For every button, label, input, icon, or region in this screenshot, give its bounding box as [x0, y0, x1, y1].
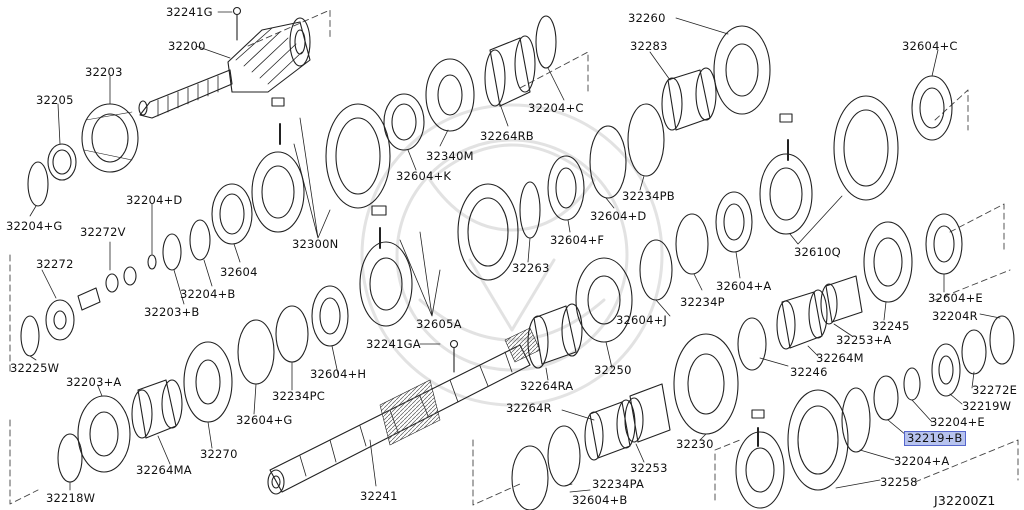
- label-32204-c[interactable]: 32204+C: [528, 101, 584, 115]
- label-32234p[interactable]: 32234P: [680, 295, 725, 309]
- label-32260[interactable]: 32260: [628, 11, 666, 25]
- label-32245[interactable]: 32245: [872, 319, 910, 333]
- leader-lines: [29, 11, 1001, 493]
- label-32272[interactable]: 32272: [36, 257, 74, 271]
- label-32264rb[interactable]: 32264RB: [480, 129, 534, 143]
- label-32230[interactable]: 32230: [676, 437, 714, 451]
- label-32203[interactable]: 32203: [85, 65, 123, 79]
- label-32219w[interactable]: 32219W: [962, 399, 1012, 413]
- label-32264ra[interactable]: 32264RA: [520, 379, 574, 393]
- label-32604-a[interactable]: 32604+A: [716, 279, 772, 293]
- label-32604-g[interactable]: 32604+G: [236, 413, 293, 427]
- label-32264m[interactable]: 32264M: [816, 351, 864, 365]
- label-32204-b[interactable]: 32204+B: [180, 287, 236, 301]
- label-32604[interactable]: 32604: [220, 265, 258, 279]
- label-32610q[interactable]: 32610Q: [794, 245, 841, 259]
- label-32203-a[interactable]: 32203+A: [66, 375, 122, 389]
- label-32283[interactable]: 32283: [630, 39, 668, 53]
- label-32203-b[interactable]: 32203+B: [144, 305, 200, 319]
- component-shapes: [20, 15, 1015, 510]
- label-32204-a[interactable]: 32204+A: [894, 454, 950, 468]
- label-32272e[interactable]: 32272E: [972, 383, 1018, 397]
- label-32272v[interactable]: 32272V: [80, 225, 126, 239]
- label-32340m[interactable]: 32340M: [426, 149, 474, 163]
- label-32218w[interactable]: 32218W: [46, 491, 96, 505]
- label-32204-e[interactable]: 32204+E: [930, 415, 985, 429]
- watermark: [360, 103, 664, 407]
- label-32605a[interactable]: 32605A: [416, 317, 462, 331]
- label-32219-b-highlighted[interactable]: 32219+B: [904, 431, 966, 446]
- label-32264ma[interactable]: 32264MA: [136, 463, 192, 477]
- label-32604-h[interactable]: 32604+H: [310, 367, 367, 381]
- label-32204-d[interactable]: 32204+D: [126, 193, 183, 207]
- label-32234pb[interactable]: 32234PB: [622, 189, 675, 203]
- label-32204r[interactable]: 32204R: [932, 309, 978, 323]
- label-32270[interactable]: 32270: [200, 447, 238, 461]
- label-32264r[interactable]: 32264R: [506, 401, 552, 415]
- label-32604-j[interactable]: 32604+J: [616, 313, 668, 327]
- label-32604-k[interactable]: 32604+K: [396, 169, 452, 183]
- label-32204-g[interactable]: 32204+G: [6, 219, 63, 233]
- label-32241[interactable]: 32241: [360, 489, 398, 503]
- label-32258[interactable]: 32258: [880, 475, 918, 489]
- label-32253-a[interactable]: 32253+A: [836, 333, 892, 347]
- label-32604-c[interactable]: 32604+C: [902, 39, 958, 53]
- label-32253[interactable]: 32253: [630, 461, 668, 475]
- label-32241G[interactable]: 32241G: [166, 5, 213, 19]
- group-outlines: [9, 9, 1019, 506]
- label-32205[interactable]: 32205: [36, 93, 74, 107]
- label-32604-b[interactable]: 32604+B: [572, 493, 628, 507]
- label-32604-d[interactable]: 32604+D: [590, 209, 647, 223]
- diagram-reference-code: J32200Z1: [934, 493, 996, 508]
- label-32200[interactable]: 32200: [168, 39, 206, 53]
- label-32241ga[interactable]: 32241GA: [366, 337, 421, 351]
- label-32234pa[interactable]: 32234PA: [592, 477, 645, 491]
- label-32225w[interactable]: 32225W: [10, 361, 60, 375]
- main-shaft: [267, 327, 541, 495]
- label-32263[interactable]: 32263: [512, 261, 550, 275]
- label-32300n[interactable]: 32300N: [292, 237, 339, 251]
- label-32234pc[interactable]: 32234PC: [272, 389, 325, 403]
- label-32604-e[interactable]: 32604+E: [928, 291, 983, 305]
- label-32604-f[interactable]: 32604+F: [550, 233, 605, 247]
- input-shaft: [138, 6, 311, 119]
- label-32250[interactable]: 32250: [594, 363, 632, 377]
- label-32246[interactable]: 32246: [790, 365, 828, 379]
